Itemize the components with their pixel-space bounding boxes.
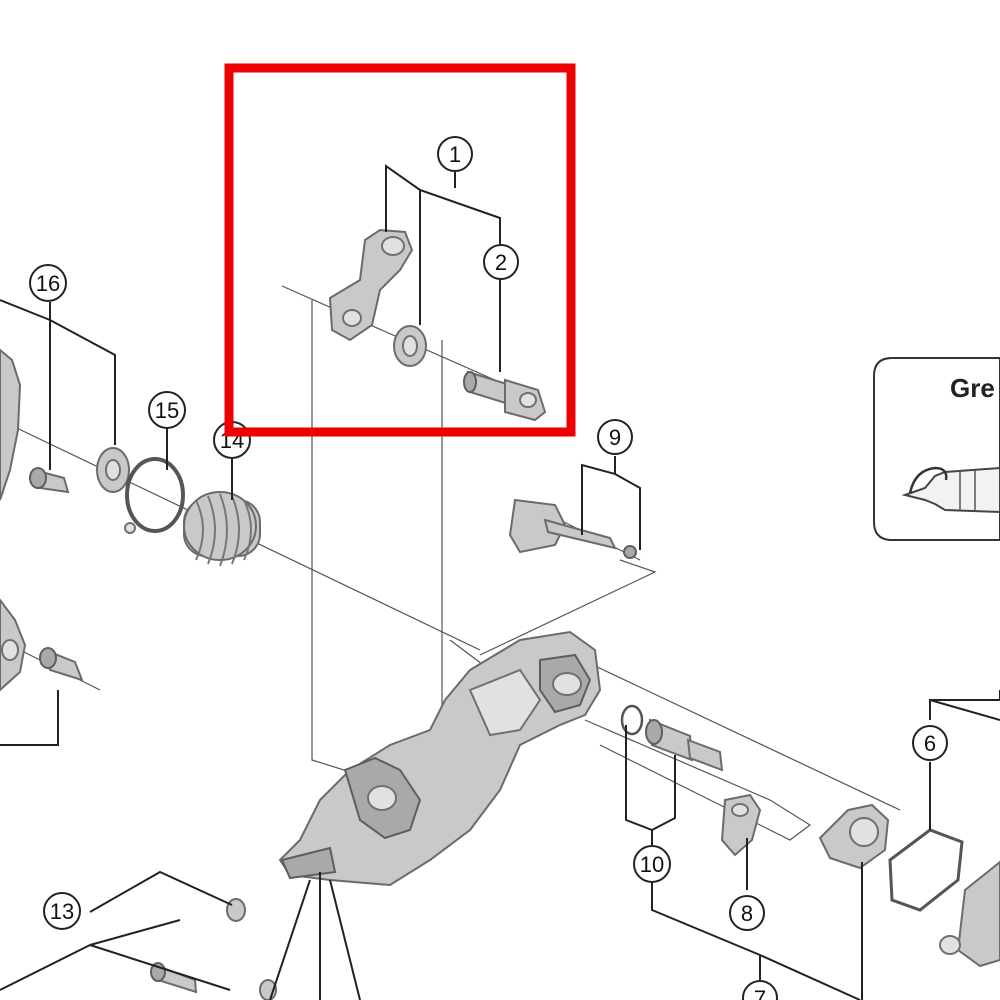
part-14-spring	[183, 491, 261, 567]
left-cage-plate	[0, 348, 27, 692]
part-1-link-arm	[328, 228, 414, 342]
svg-text:10: 10	[640, 852, 664, 877]
callouts: 1 2 6 7 8 9 10 13	[29, 136, 948, 1000]
leader-lines	[0, 164, 1000, 1000]
part-6-cover	[939, 860, 1000, 968]
callout-15: 15	[148, 391, 186, 429]
highlight-box	[224, 63, 576, 437]
part-9-cable-stopper	[508, 498, 637, 559]
part-7-cap-unit	[818, 803, 890, 870]
part-1-washer	[393, 325, 427, 367]
svg-text:13: 13	[50, 899, 74, 924]
lower-left-bolt	[39, 647, 84, 682]
main-body-part	[278, 630, 602, 887]
callout-7: 7	[742, 980, 778, 1000]
callout-16: 16	[29, 264, 67, 302]
callout-13: 13	[43, 892, 81, 930]
grease-bottle-icon	[901, 466, 1000, 514]
part-13-screws	[150, 898, 277, 1000]
callout-6: 6	[912, 725, 948, 761]
part-2-pivot-pin	[463, 370, 547, 422]
svg-text:15: 15	[155, 398, 179, 423]
callout-9: 9	[597, 419, 633, 455]
part-15-circlip	[124, 457, 185, 534]
svg-text:8: 8	[741, 901, 753, 926]
svg-text:9: 9	[609, 425, 621, 450]
part-10-adjuster	[620, 704, 724, 772]
svg-text:6: 6	[924, 731, 936, 756]
grease-legend-box: Gre	[873, 357, 1000, 541]
callout-10: 10	[633, 845, 671, 883]
callout-8: 8	[729, 895, 765, 931]
svg-text:16: 16	[36, 271, 60, 296]
svg-text:1: 1	[449, 142, 461, 167]
svg-text:7: 7	[754, 986, 766, 1000]
callout-1: 1	[437, 136, 473, 172]
svg-text:2: 2	[495, 250, 507, 275]
part-6-gasket	[888, 828, 964, 912]
callout-2: 2	[483, 244, 519, 280]
legend-label: Gre	[950, 373, 995, 403]
part-8-small-bracket	[720, 793, 762, 857]
part-16-bolt-and-washer	[29, 447, 130, 494]
